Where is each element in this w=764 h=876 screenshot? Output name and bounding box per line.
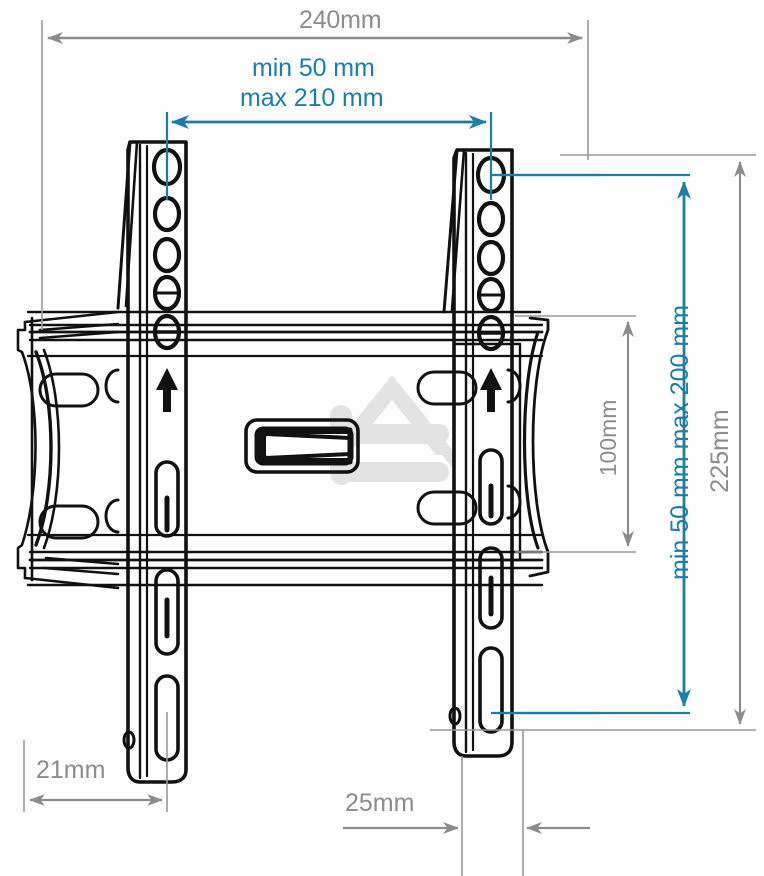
center-lock-latch bbox=[244, 418, 360, 474]
bracket-product-outline bbox=[16, 140, 550, 784]
label-hole-spacing-vertical: min 50 mm max 200 mm bbox=[666, 304, 694, 580]
dimension-overall-width bbox=[41, 20, 589, 330]
dimension-inner-height bbox=[515, 315, 636, 553]
dimension-overall-height bbox=[430, 154, 756, 731]
right-rail-slots bbox=[478, 448, 504, 734]
dimension-hole-spacing-horizontal bbox=[165, 112, 493, 200]
label-inner-height: 100mm bbox=[595, 399, 622, 477]
label-left-offset: 21mm bbox=[36, 756, 106, 784]
label-hole-spacing-horizontal-max: max 210 mm bbox=[240, 84, 384, 112]
dimension-left-offset bbox=[23, 712, 168, 812]
label-overall-height: 225mm bbox=[706, 409, 734, 493]
left-rail-up-arrow-icon bbox=[156, 368, 178, 412]
right-rail-up-arrow-icon bbox=[480, 368, 502, 412]
right-vertical-rail bbox=[442, 148, 514, 758]
left-vertical-rail bbox=[116, 140, 188, 784]
right-side-bracket-plate bbox=[416, 316, 550, 578]
left-side-bracket-plate bbox=[16, 310, 120, 590]
dimension-depth bbox=[343, 730, 590, 876]
blue-leader-lines bbox=[491, 173, 600, 715]
label-hole-spacing-horizontal-min: min 50 mm bbox=[252, 54, 375, 82]
label-depth: 25mm bbox=[345, 789, 415, 817]
label-overall-width: 240mm bbox=[299, 6, 382, 34]
